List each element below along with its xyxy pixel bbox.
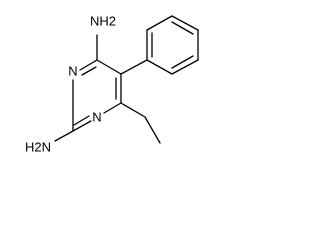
bond-n3-c4-inner (81, 66, 97, 76)
atom-label-nh2-top: NH2 (90, 13, 116, 28)
bond-n3-c4 (79, 59, 98, 71)
atom-label-n1: N (92, 109, 101, 124)
bond-c4-c5 (96, 59, 122, 75)
phenyl-bond-3 (171, 15, 199, 31)
atom-label-nh2-bottom: H2N (25, 139, 51, 154)
bond-c5-phenyl (120, 59, 148, 75)
atom-labels: NH2 N N H2N (25, 13, 116, 154)
bond-n1-c2 (72, 120, 92, 132)
phenyl-bond-5 (171, 59, 199, 75)
bond-n1-c2-inner (73, 115, 90, 126)
chemical-structure-diagram: NH2 N N H2N (25, 13, 199, 154)
pyrimidine-ring (72, 59, 122, 132)
phenyl-ring (146, 15, 199, 75)
phenyl-bond-6 (146, 59, 173, 75)
phenyl-bond-2 (146, 15, 173, 31)
bond-c6-n1 (103, 102, 122, 114)
substituent-bonds (54, 34, 161, 144)
phenyl-bond-5-inner (171, 55, 194, 69)
bond-c2-nh2 (54, 130, 74, 142)
atom-label-n3: N (68, 63, 77, 78)
bond-c6-ch2 (120, 102, 146, 118)
bond-ch2-ch3 (144, 116, 161, 144)
phenyl-bond-3-inner (171, 21, 194, 35)
